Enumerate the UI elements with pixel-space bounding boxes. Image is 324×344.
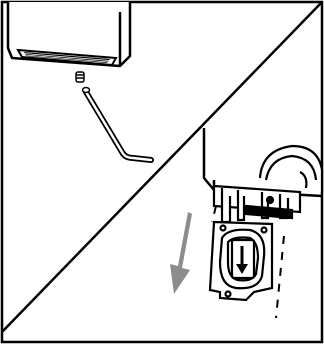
upper-panel	[8, 2, 151, 160]
screw	[76, 72, 84, 82]
lower-panel	[170, 128, 322, 318]
direction-arrow	[170, 212, 192, 294]
mounting-bracket	[214, 186, 300, 222]
hex-key-icon	[83, 88, 152, 161]
